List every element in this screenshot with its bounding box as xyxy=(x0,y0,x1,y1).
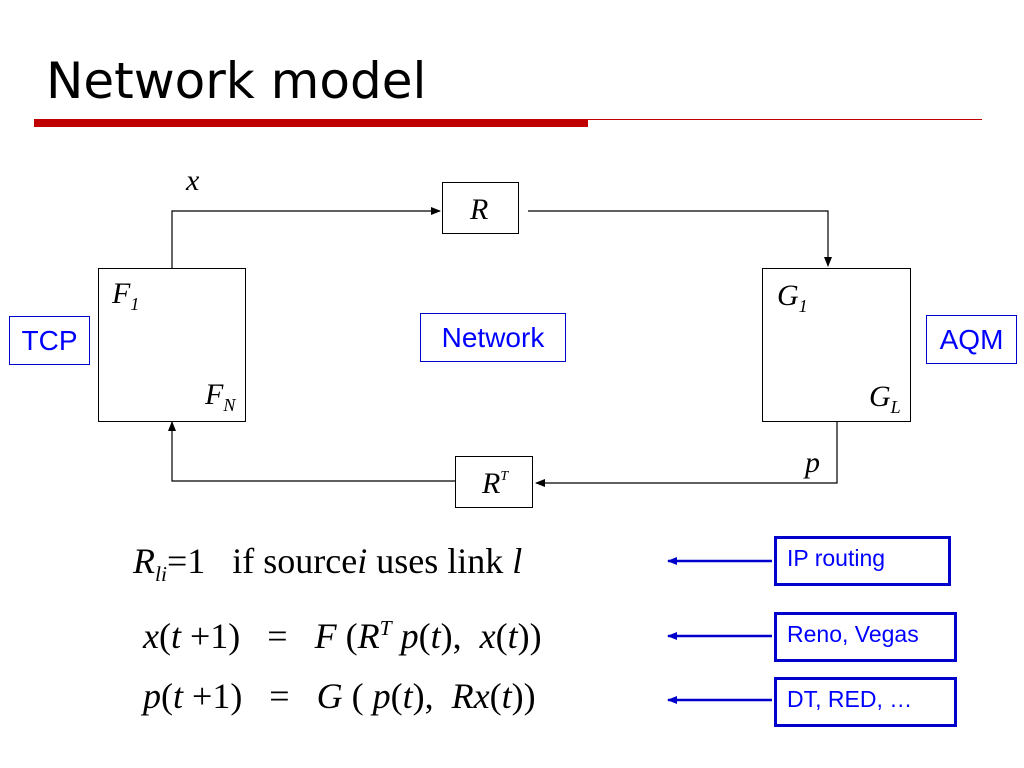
FN-label: FN xyxy=(205,378,236,415)
tcp-equation: x(t +1) = F (RT p(t), x(t)) xyxy=(143,616,542,656)
routing-matrix-box: R xyxy=(442,182,519,234)
network-label: Network xyxy=(420,313,566,362)
ip-routing-tag: IP routing xyxy=(774,536,951,586)
connector-RT-to-F xyxy=(168,421,455,482)
R-label: R xyxy=(470,193,489,226)
connector-p-to-RT xyxy=(535,422,838,487)
title-underline-thick xyxy=(34,119,588,127)
page-title: Network model xyxy=(46,52,427,110)
routing-equation: Rli=1 if sourcei uses link l xyxy=(133,541,523,587)
link-box: G1 GL xyxy=(762,268,911,422)
F1-label: F1 xyxy=(112,277,140,314)
connector-R-to-G xyxy=(528,210,832,267)
GL-label: GL xyxy=(869,380,901,417)
aqm-equation: p(t +1) = G ( p(t), Rx(t)) xyxy=(143,676,536,716)
x-label: x xyxy=(186,164,200,197)
tcp-label: TCP xyxy=(9,316,90,365)
p-label: p xyxy=(805,446,820,479)
title-underline-thin xyxy=(588,119,982,120)
aqm-label: AQM xyxy=(926,315,1017,364)
G1-label: G1 xyxy=(777,279,808,316)
routing-transpose-box: RT xyxy=(455,456,533,508)
reno-vegas-tag: Reno, Vegas xyxy=(774,612,957,662)
connector-x-to-R xyxy=(171,207,441,268)
dt-red-tag: DT, RED, … xyxy=(774,677,957,727)
source-box: F1 FN xyxy=(98,268,246,422)
RT-label: RT xyxy=(482,467,509,500)
